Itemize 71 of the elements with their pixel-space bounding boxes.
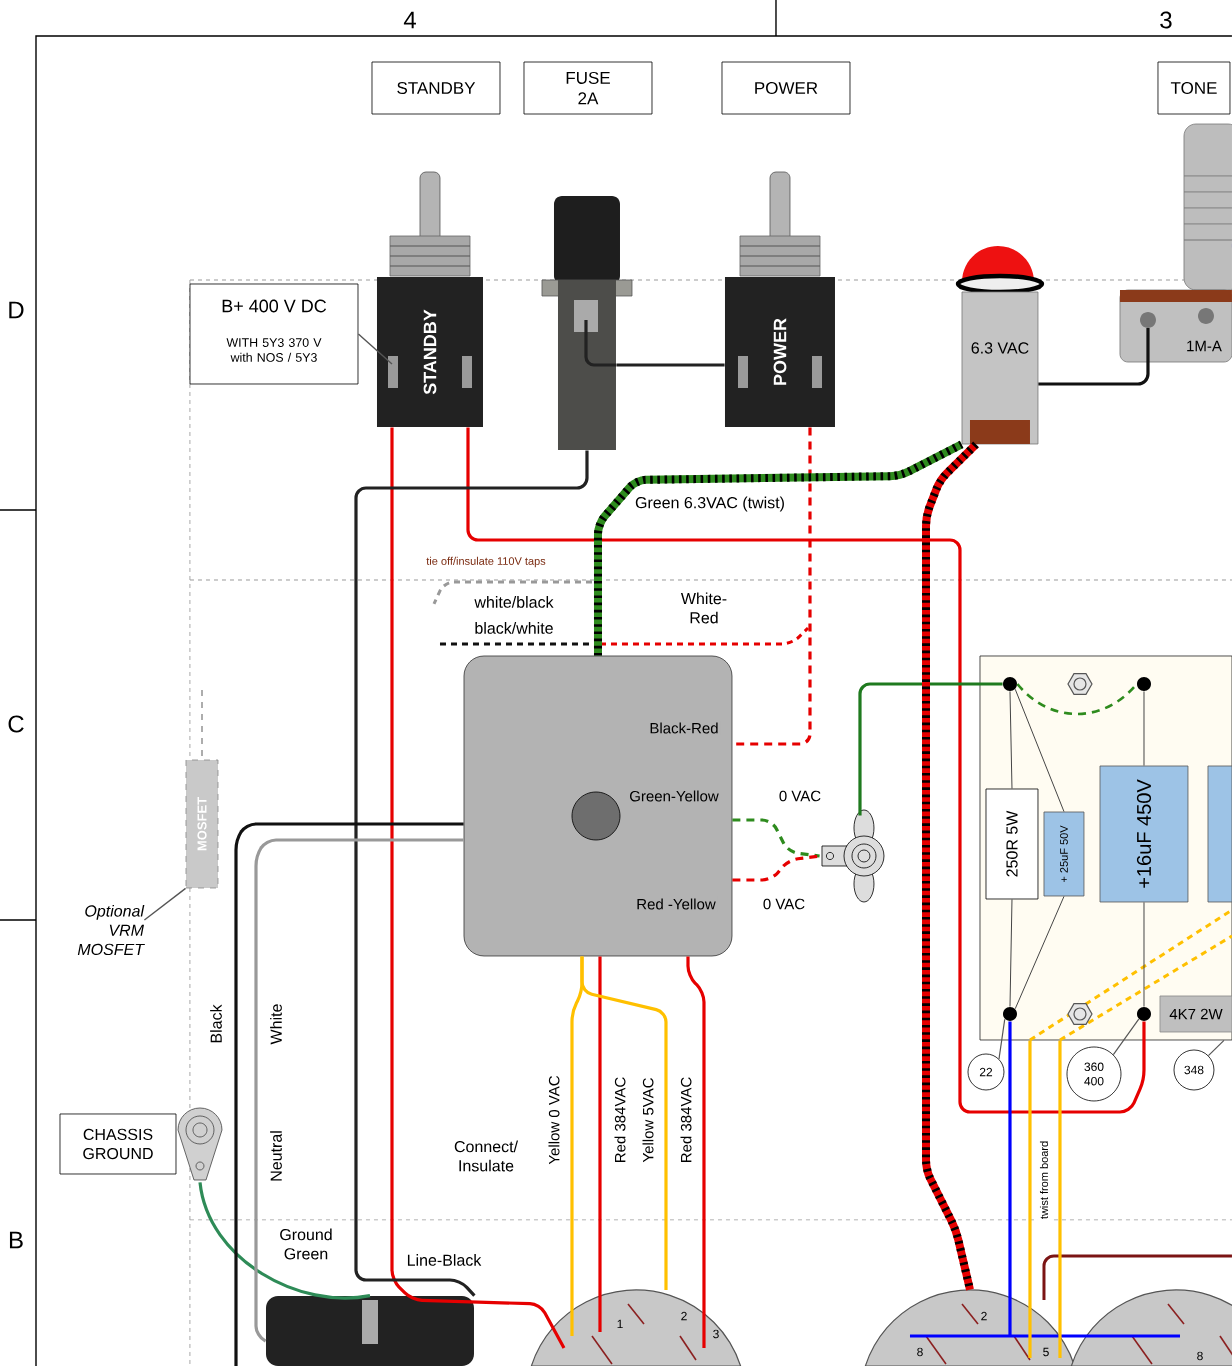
label-box: STANDBY [371,61,501,115]
capacitor: +16uF 450V [1099,765,1189,903]
wire [198,1182,371,1300]
wire [598,956,602,1332]
callout-text: Optional VRM MOSFET [77,904,145,956]
wire [922,441,979,1291]
edge-label: Line-Black [404,1252,484,1268]
transformer [463,655,733,957]
edge-label: Ground Green [270,1226,342,1262]
fuse-holder [541,196,633,450]
tube-socket [864,1289,1076,1366]
tube-socket [1070,1289,1232,1366]
resistor: 250R 5W [985,788,1039,900]
wire [466,427,1146,1114]
toggle-switch: STANDBY [377,171,483,427]
junction-dot [1003,1007,1017,1021]
zone-letter: C [8,715,24,733]
wire [1009,690,1013,790]
capacitor [1207,765,1232,903]
wire-label: black/white [475,622,553,634]
wire [732,818,820,858]
tube-socket [530,1289,742,1366]
zone-letter: B [9,1231,23,1249]
wire [1009,898,1013,1008]
leader-line [1112,1018,1140,1056]
wire [686,956,706,1348]
wire [234,822,464,1366]
zone-number: 3 [1160,11,1172,29]
pilot-lamp: 6.3 VAC [955,246,1045,445]
wire [354,450,589,1297]
wire [1143,901,1145,1008]
toggle-switch: POWER [725,171,835,427]
wire [1028,1040,1032,1358]
wire [616,363,725,367]
wire [580,956,668,1290]
wire-label: Neutral [270,1131,282,1181]
label-box: POWER [721,61,851,115]
edge-label: White [268,1001,284,1047]
wire-label: white/black [474,596,554,608]
label-box: FUSE 2A [523,61,653,115]
wire [1016,683,1138,716]
junction-dot [1137,1007,1151,1021]
wire [254,838,464,1343]
ground-lug [821,809,885,903]
leader-line [143,887,187,921]
wire [732,427,812,746]
junction-dot [1003,677,1017,691]
wire [1014,895,1065,1010]
wire [732,854,820,882]
power-inlet [266,1296,474,1366]
label-box: TONE [1157,61,1231,115]
wire-label: White-Red [680,592,727,624]
ground-lug [177,1107,223,1181]
leader-line [357,333,393,365]
leader-line [998,1018,1006,1060]
wire [594,440,964,656]
wire [1143,690,1145,767]
wire [858,682,1003,816]
wire [1014,688,1065,813]
junction-dot [1137,677,1151,691]
zone-letter: D [9,301,24,319]
label-box: CHASSIS GROUND [59,1113,177,1175]
leader-line [1207,1039,1225,1057]
wire [1038,328,1150,386]
wire [1058,1040,1062,1358]
edge-label: Green 6.3VAC (twist) [633,494,787,514]
wire [390,427,566,1349]
note-text: Connect/ Insulate [454,1140,518,1172]
wire [1008,1021,1012,1336]
zone-number: 4 [403,11,416,29]
edge-label: Black [208,1002,224,1046]
